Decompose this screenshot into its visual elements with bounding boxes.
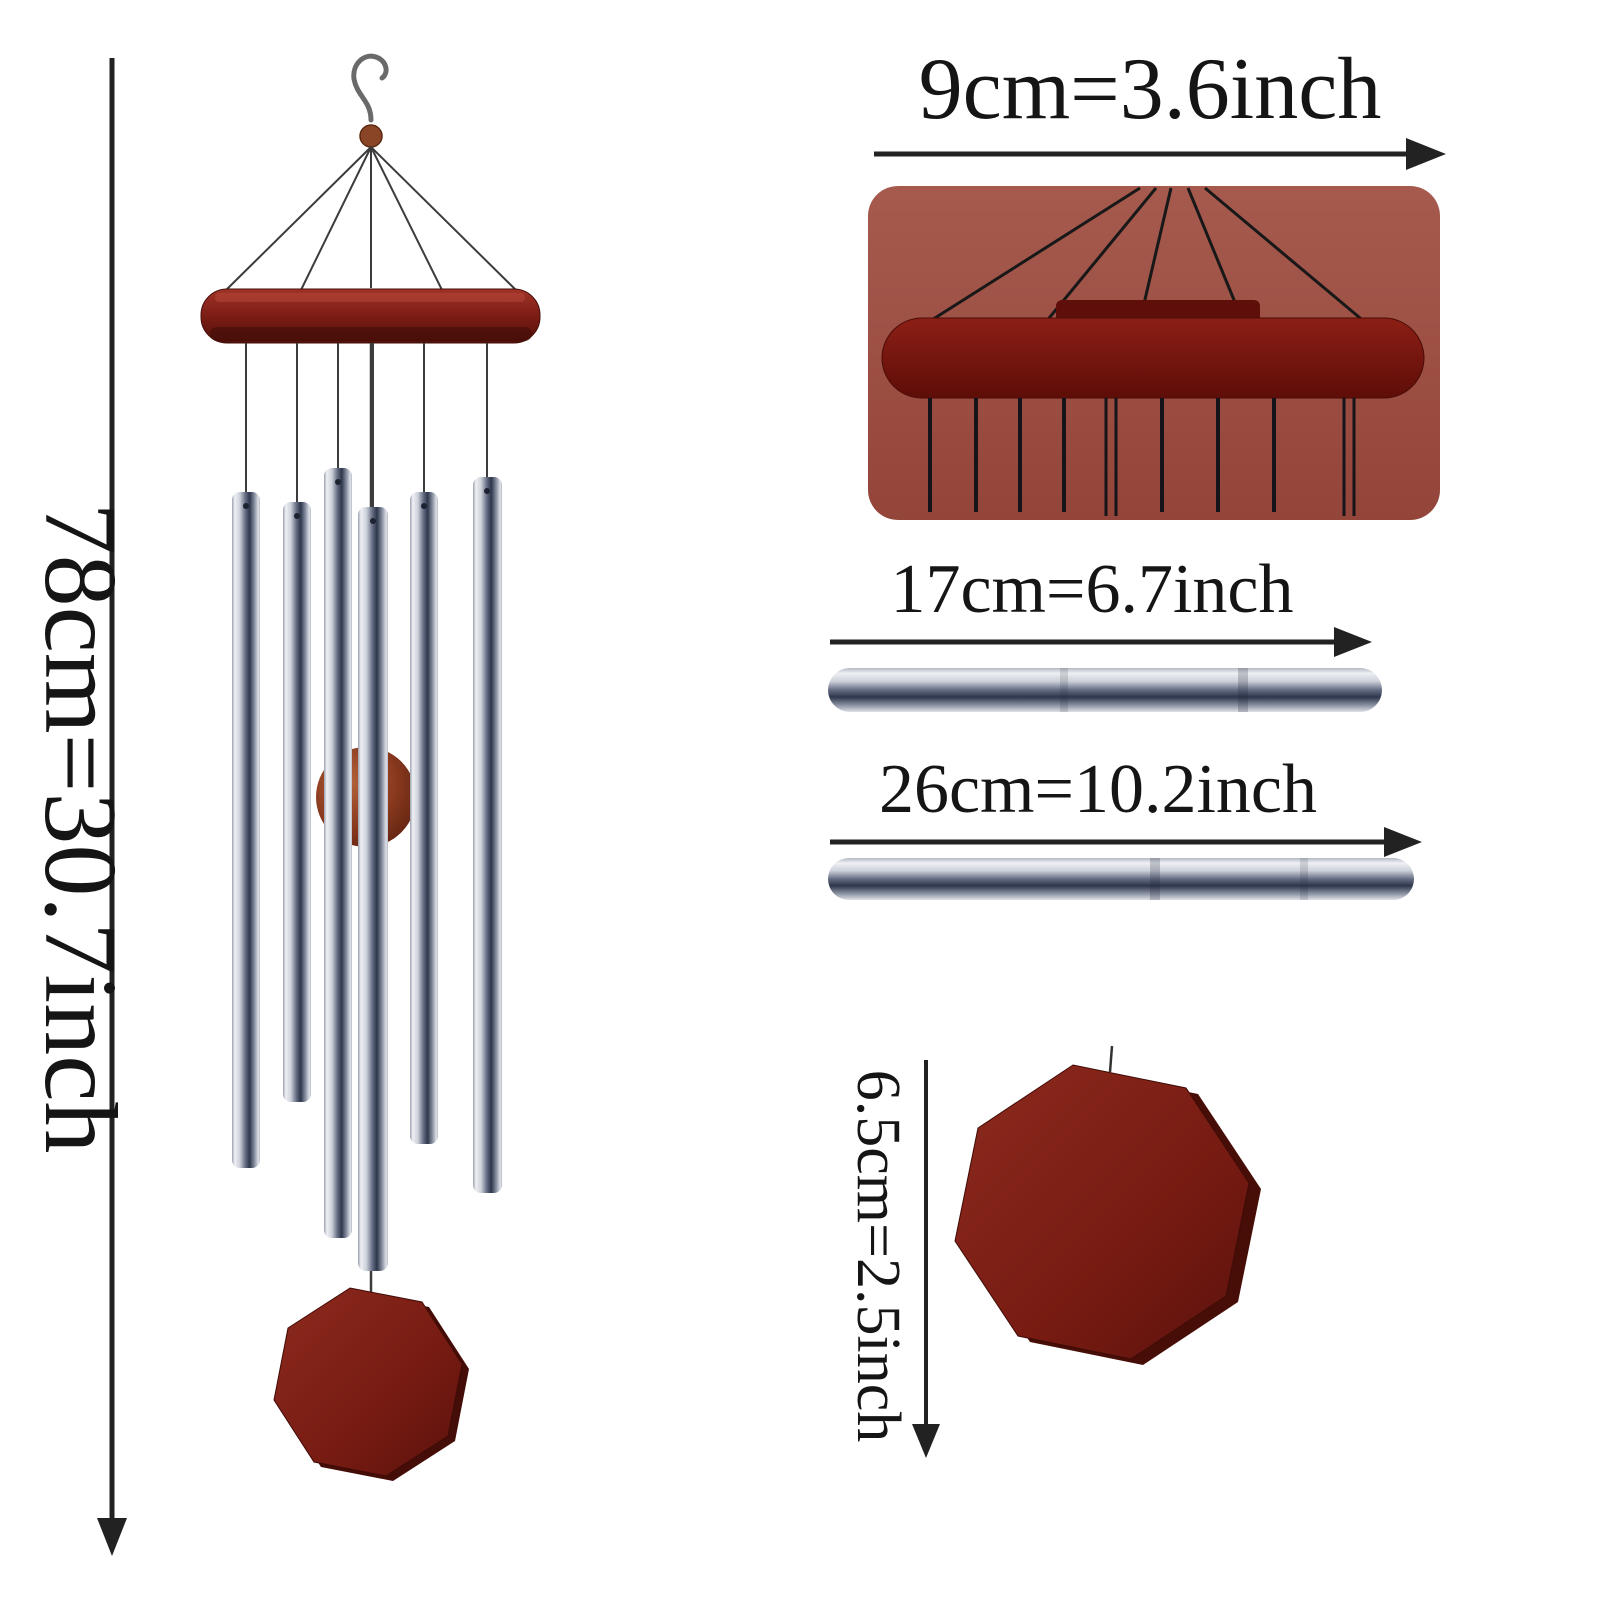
short-tube-reflection bbox=[1238, 668, 1248, 712]
tube-hole bbox=[294, 513, 300, 519]
top-view-string bbox=[1204, 186, 1373, 330]
long-tube-dimension: 26cm=10.2inch bbox=[828, 751, 1422, 900]
tube-hole bbox=[335, 479, 341, 485]
chime-top-plate bbox=[200, 288, 541, 344]
wind-sail-octagon bbox=[273, 1287, 469, 1481]
top-view-board bbox=[868, 186, 1440, 520]
top-view-plate-bar bbox=[881, 317, 1425, 399]
long-tube-reflection bbox=[1300, 858, 1308, 900]
down-arrow-icon bbox=[912, 1424, 940, 1458]
long-tube-reflection bbox=[1150, 858, 1160, 900]
wind-chime-front-view bbox=[200, 53, 541, 1481]
top-width-dimension: 9cm=3.6inch bbox=[874, 41, 1446, 170]
chime-tube bbox=[473, 477, 502, 1193]
suspension-string bbox=[370, 146, 443, 291]
chime-tube bbox=[324, 468, 352, 1238]
suspension-string bbox=[300, 146, 372, 291]
sail-string-stub bbox=[1108, 1045, 1114, 1073]
chime-tube bbox=[283, 502, 311, 1102]
right-arrow-icon bbox=[1384, 827, 1422, 857]
chime-tube bbox=[232, 492, 260, 1168]
short-tube-image bbox=[828, 668, 1382, 712]
tube-hanger-strings bbox=[245, 343, 488, 519]
tube-hole bbox=[370, 518, 376, 524]
chime-bead bbox=[359, 124, 383, 148]
top-view-string bbox=[915, 186, 1141, 332]
tube-hole bbox=[421, 503, 427, 509]
suspension-string bbox=[219, 146, 372, 297]
top-view-tube-lines bbox=[928, 398, 1356, 516]
short-tube-label: 17cm=6.7inch bbox=[890, 551, 1293, 628]
top-width-label: 9cm=3.6inch bbox=[919, 41, 1382, 138]
long-tube-image bbox=[828, 858, 1414, 900]
tube-hole bbox=[243, 503, 249, 509]
suspension-string bbox=[370, 146, 523, 297]
hanging-hook-icon bbox=[351, 53, 389, 123]
short-tube-dimension: 17cm=6.7inch bbox=[828, 551, 1382, 712]
right-arrow-icon bbox=[1334, 627, 1372, 657]
chime-tube bbox=[358, 507, 388, 1271]
down-arrow-icon bbox=[97, 1518, 127, 1556]
chime-tubes bbox=[232, 468, 502, 1271]
wind-sail-face bbox=[273, 1287, 463, 1477]
sail-size-dimension: 6.5cm=2.5inch bbox=[844, 1045, 1261, 1458]
sail-top-view-face bbox=[954, 1064, 1250, 1360]
height-dimension-label: 78cm=30.7inch bbox=[23, 503, 138, 1154]
sail-top-view-octagon bbox=[954, 1064, 1261, 1365]
top-plate-highlight bbox=[215, 293, 525, 302]
height-dimension: 78cm=30.7inch bbox=[23, 58, 138, 1556]
short-tube-reflection bbox=[1060, 668, 1068, 712]
chime-tube bbox=[410, 492, 438, 1144]
long-tube-label: 26cm=10.2inch bbox=[879, 751, 1317, 828]
right-arrow-icon bbox=[1406, 138, 1446, 170]
sail-size-label: 6.5cm=2.5inch bbox=[844, 1070, 912, 1442]
chime-suspension-strings bbox=[219, 146, 523, 297]
top-plate-shadow bbox=[210, 327, 532, 341]
tube-hole bbox=[484, 488, 490, 494]
